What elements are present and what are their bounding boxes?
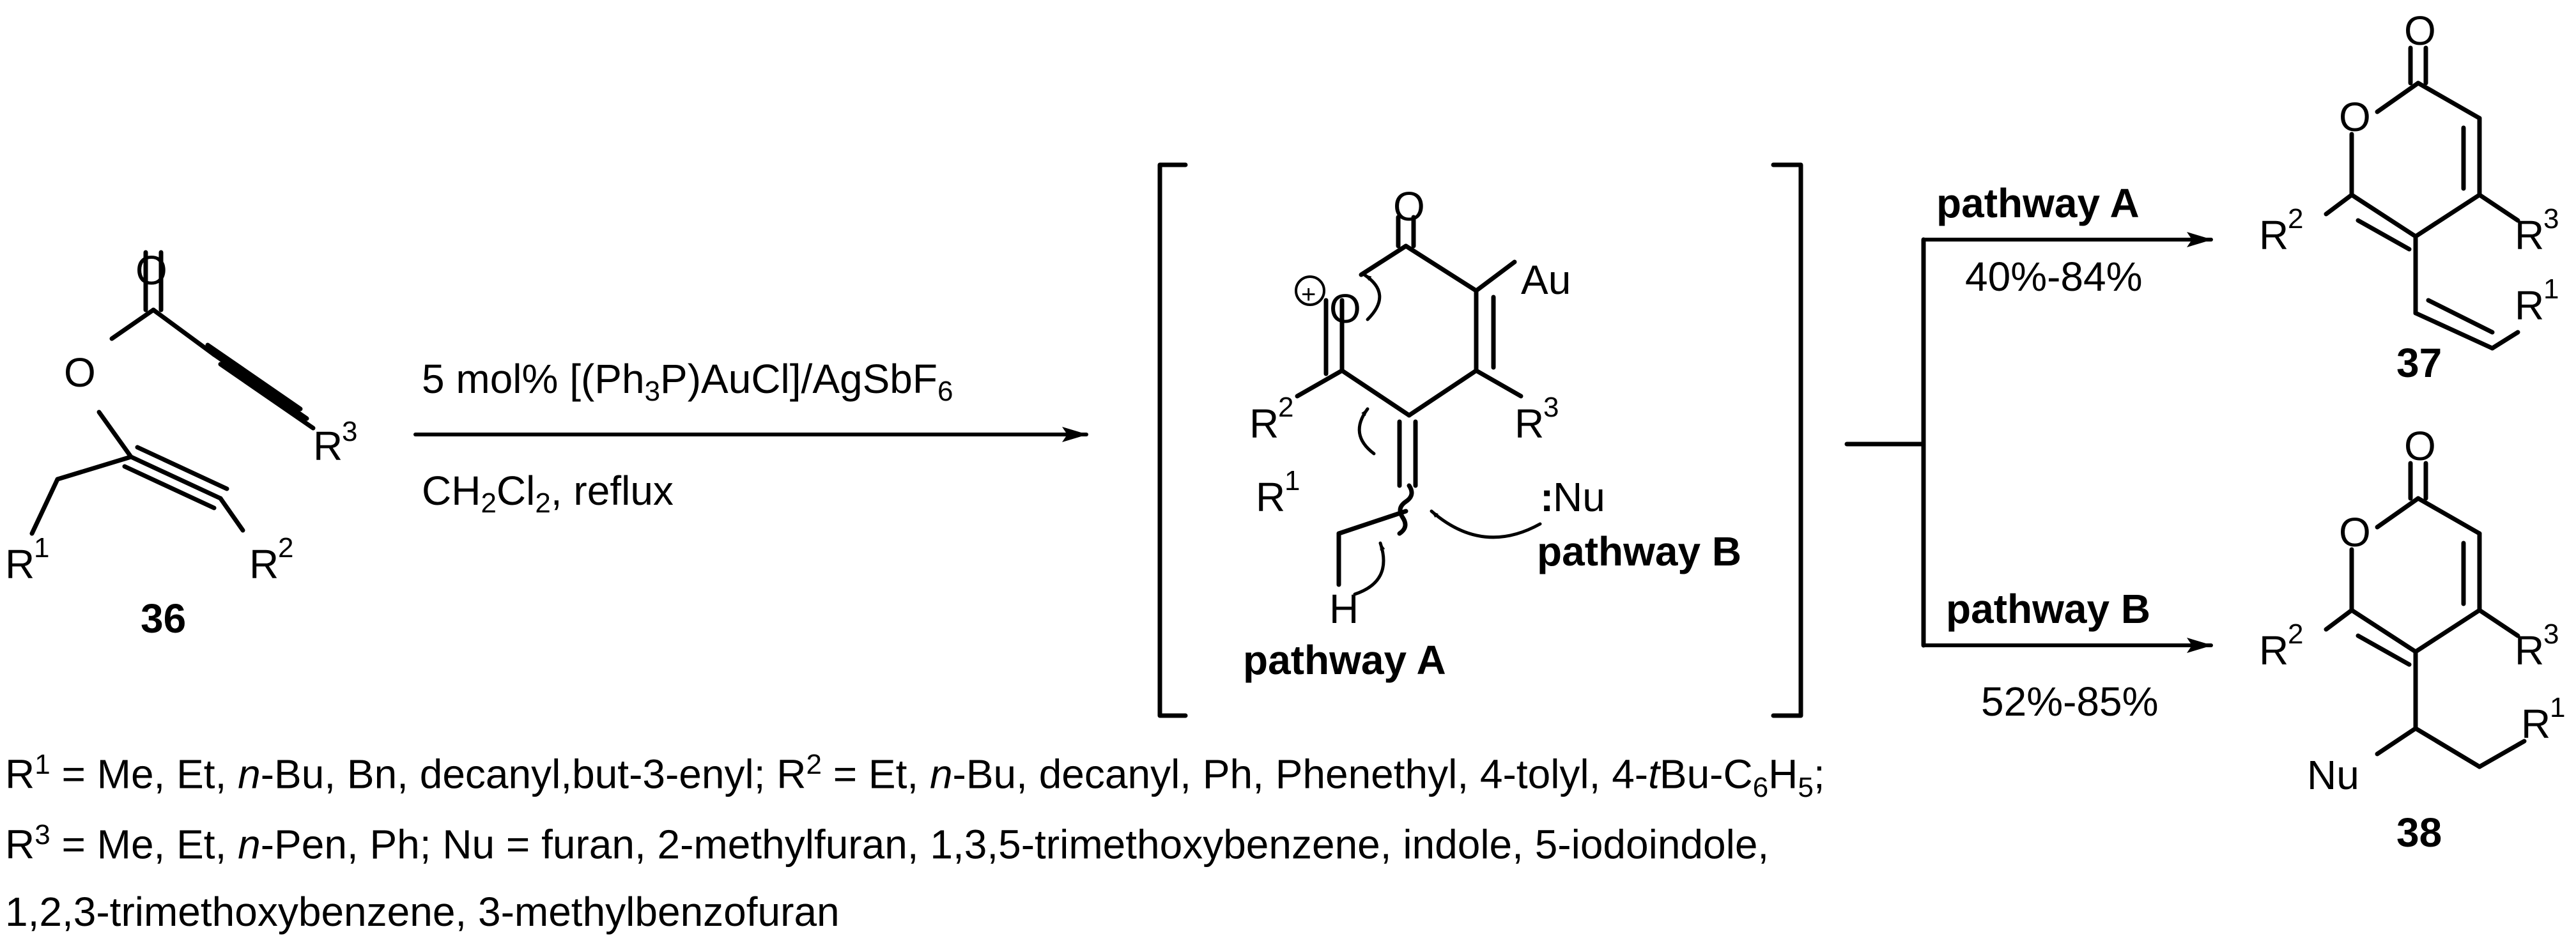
pathway-b-label: pathway B xyxy=(1946,586,2150,632)
superscript: 2 xyxy=(278,532,293,564)
atom-r: R xyxy=(2515,627,2544,673)
atom-o: O xyxy=(2339,509,2371,555)
atom-au: Au xyxy=(1521,257,1571,303)
superscript: 2 xyxy=(1278,392,1293,423)
pathway-a-label: pathway A xyxy=(1936,180,2140,226)
atom-r: R xyxy=(2515,282,2544,328)
superscript: 1 xyxy=(34,532,49,564)
superscript: 3 xyxy=(2543,618,2559,650)
atom-r: R xyxy=(313,423,343,469)
intermediate-labels: O O + Au R 2 R 3 R 1 H : Nu pathway B pa… xyxy=(1243,183,1741,683)
product-38-bonds xyxy=(2324,461,2527,769)
atom-r: R xyxy=(1249,401,1279,447)
charge-sign: + xyxy=(1301,280,1316,309)
atom-o: O xyxy=(64,350,96,396)
atom-o: O xyxy=(1393,183,1425,229)
nucleophile: Nu xyxy=(1553,474,1605,520)
superscript: 3 xyxy=(342,416,357,447)
pathway-b-label-intermediate: pathway B xyxy=(1537,528,1741,574)
atom-o: O xyxy=(135,247,167,293)
compound-number-36: 36 xyxy=(141,595,186,642)
atom-r: R xyxy=(249,541,279,587)
atom-r: R xyxy=(1515,401,1544,447)
product-38-labels: O O R 2 R 3 R 1 Nu 38 xyxy=(2259,423,2565,856)
nucleophile: Nu xyxy=(2307,752,2359,798)
superscript: 2 xyxy=(2288,203,2303,234)
superscript: 3 xyxy=(2543,203,2559,234)
pathway-arrow-labels: pathway A 40%-84% pathway B 52%-85% xyxy=(1936,180,2159,725)
atom-r: R xyxy=(5,541,35,587)
atom-o: O xyxy=(2404,8,2436,54)
positive-charge xyxy=(1295,275,1325,306)
atom-r: R xyxy=(2259,212,2288,258)
product-37-labels: O O R 2 R 3 R 1 37 xyxy=(2259,8,2559,386)
superscript: 2 xyxy=(2288,618,2303,650)
electron-arrows xyxy=(1353,273,1542,596)
compound-number-38: 38 xyxy=(2396,810,2442,856)
product-37-bonds xyxy=(2324,45,2520,351)
footnote-line-1: R1 = Me, Et, n-Bu, Bn, decanyl,but-3-eny… xyxy=(5,749,1825,804)
right-bracket xyxy=(1771,162,1803,718)
compound-36-bonds xyxy=(29,250,316,536)
atom-o: O xyxy=(2339,94,2371,140)
svg-text:5 mol% [(Ph3P)AuCl]/AgSbF6: 5 mol% [(Ph3P)AuCl]/AgSbF6 xyxy=(422,356,953,407)
compound-number-37: 37 xyxy=(2396,340,2442,386)
svg-text:CH2Cl2, reflux: CH2Cl2, reflux xyxy=(422,468,674,519)
atom-r: R xyxy=(2259,627,2288,673)
pathway-b-yield: 52%-85% xyxy=(1981,679,2159,725)
pathway-a-label-intermediate: pathway A xyxy=(1243,637,1446,683)
atom-o: O xyxy=(2404,423,2436,469)
pathway-a-yield: 40%-84% xyxy=(1965,254,2143,300)
reagent-conditions: 5 mol% [(Ph3P)AuCl]/AgSbF6 CH2Cl2, reflu… xyxy=(422,356,953,519)
superscript: 1 xyxy=(2543,273,2559,305)
superscript: 3 xyxy=(1543,392,1559,423)
left-bracket xyxy=(1157,162,1188,718)
superscript: 1 xyxy=(2550,692,2565,723)
atom-o: O xyxy=(1329,286,1361,332)
intermediate-bonds xyxy=(1295,215,1523,587)
superscript: 1 xyxy=(1284,465,1300,496)
footnote-line-3: 1,2,3-trimethoxybenzene, 3-methylbenzofu… xyxy=(5,889,840,935)
atom-r: R xyxy=(1256,474,1285,520)
compound-36-labels: O O R 3 R 1 R 2 36 xyxy=(5,247,357,642)
atom-r: R xyxy=(2515,212,2544,258)
nucleophile-lone-pair: : xyxy=(1540,474,1554,520)
atom-h: H xyxy=(1329,586,1359,632)
footnote-line-2: R3 = Me, Et, n-Pen, Ph; Nu = furan, 2-me… xyxy=(5,819,1770,868)
atom-r: R xyxy=(2521,701,2550,747)
